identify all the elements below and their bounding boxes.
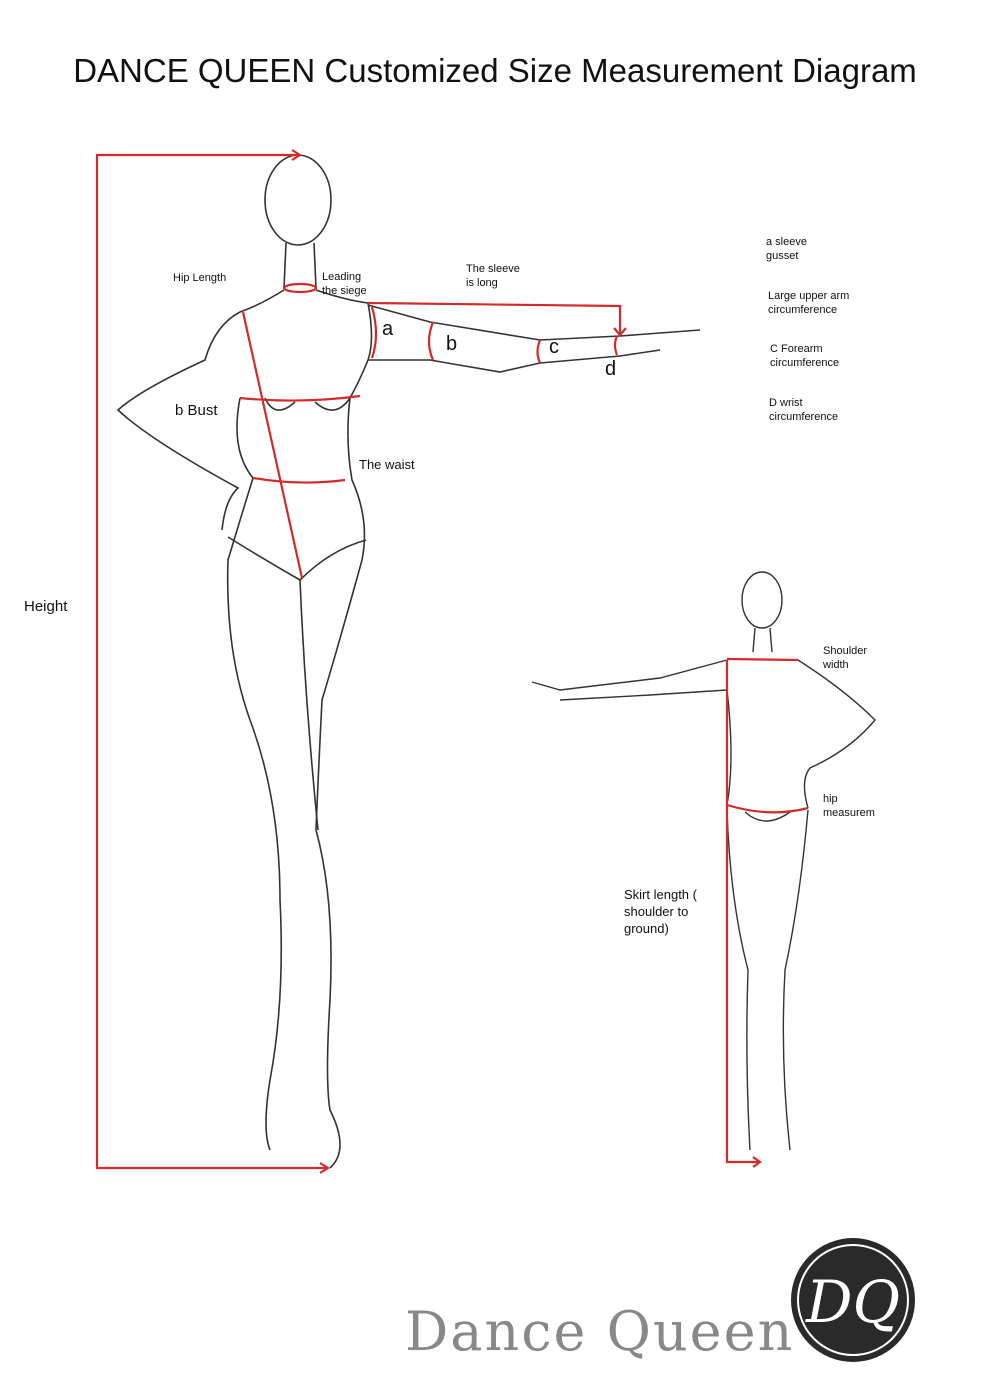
skirt-length-line xyxy=(725,660,762,1168)
arm-a xyxy=(370,306,378,359)
svg-text:DQ: DQ xyxy=(805,1268,900,1336)
sleeve-length-line xyxy=(367,301,627,337)
label-b: b xyxy=(446,333,458,355)
hip-measure-line xyxy=(726,803,809,814)
main-figure-sketch xyxy=(116,154,701,1169)
label-a: a xyxy=(382,318,394,340)
shoulder-width-line xyxy=(726,657,799,662)
height-line xyxy=(95,153,328,1170)
label-d: d xyxy=(605,358,617,380)
side-figure-sketch xyxy=(531,571,876,1151)
hip-length-line xyxy=(241,311,304,579)
label-c: c xyxy=(549,336,559,358)
label-height: Height xyxy=(24,598,68,615)
height-arrow-icon xyxy=(291,149,331,1174)
page-title: DANCE QUEEN Customized Size Measurement … xyxy=(73,52,917,89)
arm-c xyxy=(536,339,542,364)
bust-line xyxy=(239,394,361,402)
label-waist: The waist xyxy=(359,457,415,472)
arm-b xyxy=(427,321,435,361)
label-hip-length: Hip Length xyxy=(173,272,227,284)
logo-monogram: DQ xyxy=(791,1238,915,1362)
logo-text: Dance Queen xyxy=(405,1300,795,1363)
arm-d xyxy=(613,335,619,356)
waist-line xyxy=(252,476,346,484)
measurement-lines xyxy=(95,149,809,1174)
label-bust: b Bust xyxy=(175,402,218,419)
neck-ring xyxy=(282,282,318,294)
